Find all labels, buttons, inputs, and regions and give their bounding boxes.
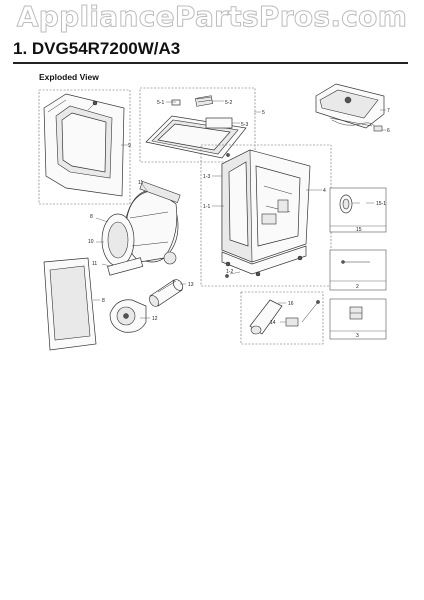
callout-1-1: 1-1 — [203, 204, 210, 210]
callout-13: 13 — [188, 282, 194, 288]
exhaust-duct — [148, 279, 186, 307]
callout-8: 8 — [102, 298, 105, 304]
callout-15: 15 — [356, 227, 362, 233]
callout-11-lower: 11 — [92, 261, 97, 267]
title-rule — [13, 62, 408, 64]
callout-5-1: 5-1 — [157, 100, 164, 106]
control-panel — [315, 83, 386, 132]
front-panel — [43, 257, 100, 351]
callout-3: 3 — [356, 333, 359, 339]
callout-5-3: 5-3 — [241, 122, 248, 128]
watermark: AppliancePartsPros.com — [16, 0, 408, 34]
door-assembly — [38, 89, 131, 205]
callout-10: 10 — [88, 239, 94, 245]
page-title: 1. DVG54R7200W/A3 — [13, 39, 181, 58]
part-3-box — [329, 298, 387, 340]
part-15-box — [329, 187, 387, 233]
callout-1-2: 1-2 — [226, 269, 233, 275]
callout-12: 12 — [152, 316, 158, 322]
callout-1-3: 1-3 — [203, 174, 210, 180]
callout-4: 4 — [323, 188, 326, 194]
top-frame-assembly — [139, 87, 261, 163]
drum-assembly — [95, 181, 181, 276]
callout-14: 14 — [270, 320, 276, 326]
section-subtitle: Exploded View — [39, 72, 99, 82]
callout-5: 5 — [262, 110, 265, 116]
callout-7: 7 — [387, 108, 390, 114]
top-frame-box — [139, 87, 256, 163]
burner-assembly-box — [240, 291, 324, 345]
part-2-box — [329, 249, 387, 291]
callout-5-2: 5-2 — [225, 100, 232, 106]
callout-6: 6 — [387, 128, 390, 134]
blower-housing — [109, 299, 150, 333]
cabinet-assembly — [200, 144, 340, 287]
door-assembly-box — [38, 89, 131, 205]
callout-8-drum: 8 — [90, 214, 93, 220]
callout-16: 16 — [288, 301, 294, 307]
callout-15-1: 15-1 — [376, 201, 386, 207]
callout-9: 9 — [128, 143, 131, 149]
callout-2: 2 — [356, 284, 359, 290]
callout-11: 11 — [138, 180, 143, 186]
